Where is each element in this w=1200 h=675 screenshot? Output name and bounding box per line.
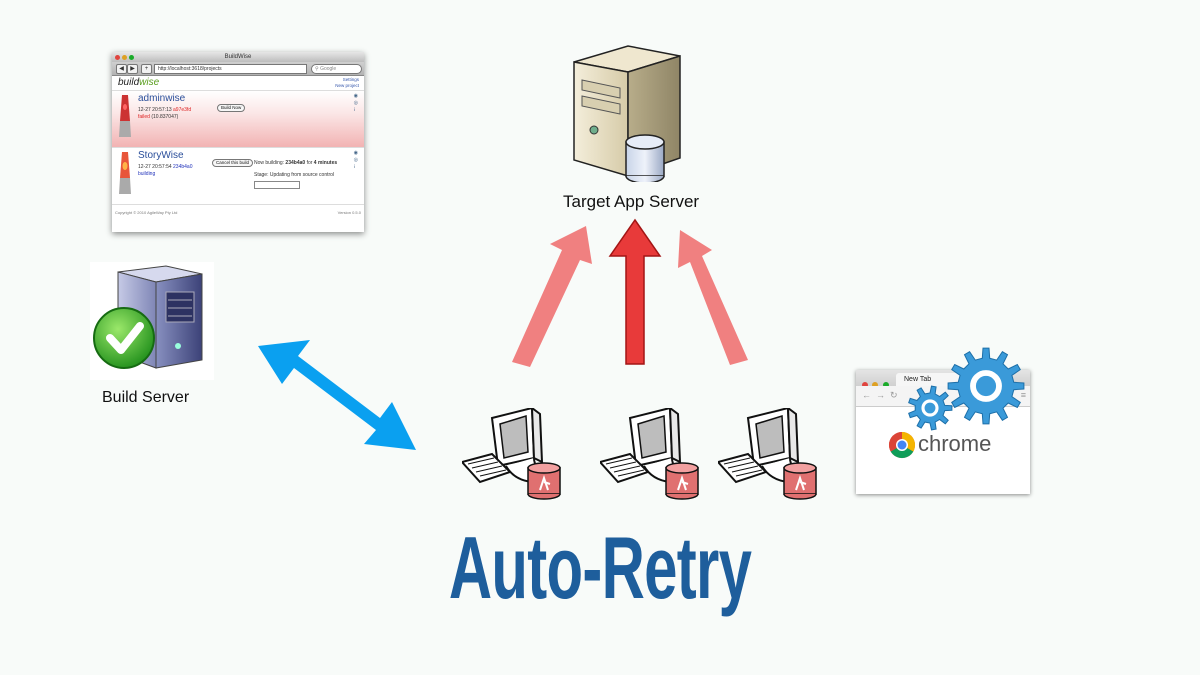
info-icon[interactable]: ⅰ <box>353 164 356 170</box>
forward-icon[interactable]: → <box>876 390 885 400</box>
now-building-commit: 234b4a0 <box>285 160 306 166</box>
config-icon[interactable]: ◎ <box>353 100 358 106</box>
build-now-button[interactable]: Build Now <box>217 104 246 112</box>
window-controls <box>115 54 136 64</box>
project-meta: 12-27 20:57:54 234b4a0 <box>138 164 193 170</box>
add-icon[interactable]: + <box>141 64 152 74</box>
chrome-wordmark: chrome <box>918 431 992 456</box>
back-icon[interactable]: ◀ <box>116 64 127 74</box>
brand-bar: buildwise Settings New project <box>112 76 364 91</box>
now-building-text: Now building: 234b4a0 for 4 minutes <box>254 160 337 166</box>
footer-copyright: Copyright © 2010 AgileWay Pty Ltd <box>115 210 178 215</box>
close-dot-icon[interactable] <box>115 55 120 60</box>
buildwise-window: BuildWise ◀ ▶ + http://localhost:3618/pr… <box>112 52 364 232</box>
search-field[interactable]: ⚲ Google <box>311 64 362 74</box>
now-building-label: Now building: <box>254 160 285 166</box>
window-title: BuildWise <box>224 54 252 60</box>
browser-toolbar: ◀ ▶ + http://localhost:3618/projects ⚲ G… <box>112 62 364 76</box>
now-building-for: for <box>306 160 313 166</box>
status-badge: building <box>138 171 156 177</box>
project-meta: 12-27 20:57:13 a97e3fd <box>138 107 191 113</box>
build-server-icon <box>90 262 214 380</box>
logo-prefix: build <box>118 77 140 88</box>
red-arrow-right <box>678 230 748 365</box>
target-server-icon <box>573 45 681 182</box>
red-arrow-left <box>512 226 592 367</box>
red-arrow-center <box>608 218 662 365</box>
forward-icon[interactable]: ▶ <box>127 64 138 74</box>
minimize-dot-icon[interactable] <box>872 382 879 388</box>
rss-icon[interactable]: ◉ <box>353 150 358 156</box>
minimize-dot-icon[interactable] <box>122 55 127 60</box>
row-action-icons: ◉ ◎ ⅰ <box>354 150 358 171</box>
zoom-dot-icon[interactable] <box>882 382 889 388</box>
reload-icon[interactable]: ↻ <box>890 390 898 400</box>
test-agent-2-icon <box>600 408 699 500</box>
search-placeholder: Google <box>320 66 337 72</box>
build-server-label: Build Server <box>102 389 190 406</box>
settings-link[interactable]: Settings <box>342 77 359 82</box>
window-controls <box>862 375 889 393</box>
test-agent-1-icon <box>462 408 561 500</box>
rss-icon[interactable]: ◉ <box>353 93 358 99</box>
status-badge: failed <box>138 114 150 120</box>
large-gear-icon <box>947 347 1025 425</box>
menu-icon[interactable]: ≡ <box>1020 390 1026 400</box>
url-field[interactable]: http://localhost:3618/projects <box>154 64 307 74</box>
header-links: Settings New project <box>335 77 359 89</box>
small-gear-icon <box>908 385 953 431</box>
back-icon[interactable]: ← <box>862 390 871 400</box>
blue-double-arrow <box>258 340 416 450</box>
page-footer: Copyright © 2010 AgileWay Pty Ltd Versio… <box>112 206 364 232</box>
project-row-adminwise: adminwise 12-27 20:57:13 a97e3fd failed … <box>112 91 364 148</box>
zoom-dot-icon[interactable] <box>129 55 134 60</box>
info-icon[interactable]: ⅰ <box>353 107 356 113</box>
lava-lamp-red-icon <box>119 95 131 137</box>
buildwise-logo: buildwise <box>118 77 159 88</box>
red-arrows-group <box>512 218 748 367</box>
progress-bar <box>254 181 300 189</box>
build-timestamp: 12-27 20:57:54 <box>138 164 172 170</box>
project-row-storywise: StoryWise 12-27 20:57:54 234b4a0 buildin… <box>112 148 364 205</box>
cancel-build-button[interactable]: Cancel this build <box>212 159 254 167</box>
gears-icon <box>908 347 1025 431</box>
logo-suffix: wise <box>139 77 160 88</box>
check-badge-icon <box>93 307 155 369</box>
test-agent-3-icon <box>718 408 817 500</box>
footer-version: Version 0.5.0 <box>337 210 361 215</box>
lava-lamp-orange-icon <box>119 152 131 194</box>
build-duration: (10.837047) <box>151 114 179 120</box>
project-name[interactable]: adminwise <box>138 93 186 104</box>
project-name[interactable]: StoryWise <box>138 150 184 161</box>
now-building-duration: 4 minutes <box>313 160 338 166</box>
commit-id[interactable]: 234b4a0 <box>173 164 193 170</box>
slide-title: Auto-Retry <box>448 518 752 617</box>
window-titlebar: BuildWise <box>112 52 364 62</box>
build-timestamp: 12-27 20:57:13 <box>138 107 172 113</box>
row-action-icons: ◉ ◎ ⅰ <box>354 93 358 114</box>
project-status-line: failed (10.837047) <box>138 114 178 120</box>
target-server-label: Target App Server <box>563 192 700 211</box>
close-dot-icon[interactable] <box>862 382 868 388</box>
chrome-logo-icon <box>888 431 916 459</box>
commit-id[interactable]: a97e3fd <box>173 107 192 113</box>
new-project-link[interactable]: New project <box>335 83 359 88</box>
config-icon[interactable]: ◎ <box>353 157 358 163</box>
stage-text: Stage: Updating from source control <box>254 172 335 178</box>
